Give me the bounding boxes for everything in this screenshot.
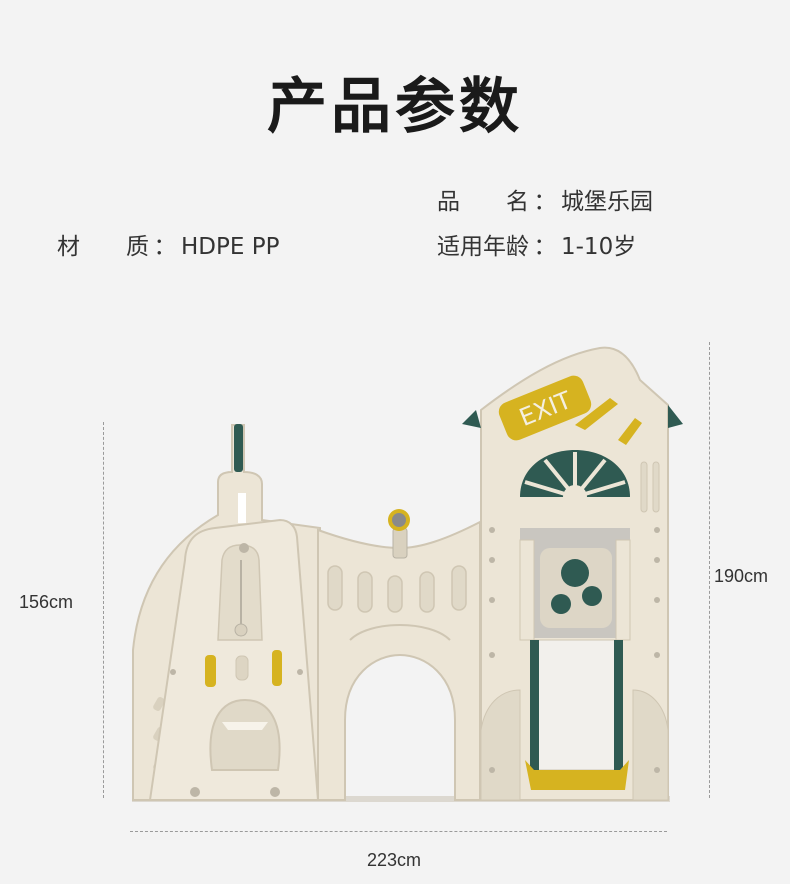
crawl-step xyxy=(222,722,268,730)
base-shadow xyxy=(132,796,670,802)
spec-name-value: 城堡乐园 xyxy=(561,189,653,215)
spec-age-value: 1-10岁 xyxy=(561,234,637,260)
roof-stripe-1 xyxy=(575,398,618,430)
spec-product-name: 品 名：城堡乐园 xyxy=(437,182,653,216)
bridge-windows xyxy=(327,565,467,613)
slide-post-right xyxy=(615,539,631,641)
spec-age-colon: ： xyxy=(533,234,557,260)
spec-material: 材 质：HDPE PP xyxy=(57,227,279,261)
gear-icon-left xyxy=(551,594,571,614)
slide-rail-right xyxy=(614,640,623,775)
spec-name-colon: ： xyxy=(533,189,557,215)
spec-material-value: HDPE PP xyxy=(181,234,280,260)
height-right-line xyxy=(709,342,710,798)
yellow-handle-left xyxy=(205,655,216,687)
spec-name-label: 品 名 xyxy=(437,189,529,215)
flag-pole xyxy=(234,424,243,472)
width-line xyxy=(130,831,667,832)
slide-bed xyxy=(532,639,623,771)
panel-slot xyxy=(235,655,249,681)
roof-tip-right xyxy=(668,405,683,428)
slide-end xyxy=(525,760,629,790)
roof-tip-left xyxy=(462,410,481,428)
panel-bolts xyxy=(170,543,303,797)
fan-window-hub xyxy=(563,485,587,509)
spec-material-label: 材 质 xyxy=(57,234,149,260)
rope-handle xyxy=(234,623,248,637)
tower-arch-right xyxy=(632,689,669,801)
telescope-lens xyxy=(392,513,406,527)
height-left-label: 156cm xyxy=(19,592,74,612)
flag-slot xyxy=(238,493,246,523)
height-right-label: 190cm xyxy=(714,566,769,586)
height-left-line xyxy=(103,422,104,798)
spec-age: 适用年龄：1-10岁 xyxy=(437,227,636,261)
slide-rail-left xyxy=(530,640,539,775)
bridge-arch-line xyxy=(349,624,451,641)
tower-bolts xyxy=(489,527,660,773)
slide-post-left xyxy=(519,539,535,641)
tower-vents xyxy=(640,461,660,513)
spec-material-colon: ： xyxy=(153,234,177,260)
yellow-handle-right xyxy=(272,650,282,686)
width-label: 223cm xyxy=(367,850,422,870)
bridge-wall xyxy=(317,520,481,801)
telescope-stand xyxy=(392,527,408,559)
page-title: 产品参数 xyxy=(267,72,523,142)
crawl-hole xyxy=(209,698,281,771)
game-dial xyxy=(561,559,589,587)
gear-icon-right xyxy=(582,586,602,606)
spec-age-label: 适用年龄 xyxy=(437,234,529,260)
roof-stripe-2 xyxy=(618,418,642,445)
